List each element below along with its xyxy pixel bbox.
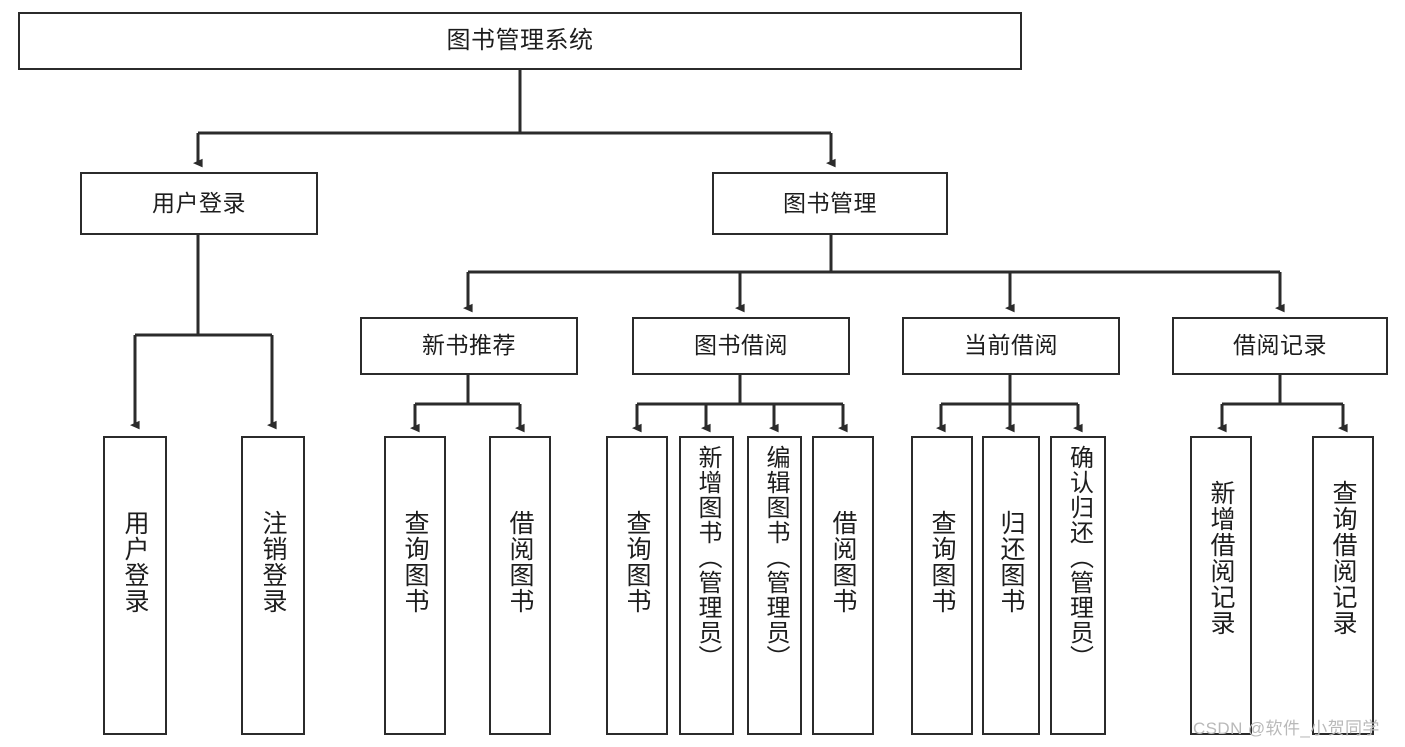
node-label: 归还图书 — [997, 510, 1025, 614]
leaf-record-query-record[interactable]: 查询借阅记录 — [1312, 436, 1374, 735]
leaf-new-book-borrow[interactable]: 借阅图书 — [489, 436, 551, 735]
node-label: 查询借阅记录 — [1329, 480, 1357, 636]
node-label: 新增借阅记录 — [1207, 480, 1235, 636]
node-new-book-recommend[interactable]: 新书推荐 — [360, 317, 578, 375]
leaf-borrow-edit-book-admin[interactable]: 编辑图书（管理员） — [747, 436, 802, 735]
leaf-borrow-add-book-admin[interactable]: 新增图书（管理员） — [679, 436, 734, 735]
node-label: 编辑图书（管理员） — [761, 445, 789, 670]
node-label: 当前借阅 — [964, 332, 1058, 359]
node-book-borrow[interactable]: 图书借阅 — [632, 317, 850, 375]
node-label: 新书推荐 — [422, 332, 516, 359]
leaf-record-add-record[interactable]: 新增借阅记录 — [1190, 436, 1252, 735]
leaf-borrow-query-book[interactable]: 查询图书 — [606, 436, 668, 735]
node-label: 确认归还（管理员） — [1065, 445, 1093, 670]
node-current-borrow[interactable]: 当前借阅 — [902, 317, 1120, 375]
leaf-borrow-borrow-book[interactable]: 借阅图书 — [812, 436, 874, 735]
leaf-current-return-book[interactable]: 归还图书 — [982, 436, 1040, 735]
node-label: 图书借阅 — [694, 332, 788, 359]
node-label: 借阅图书 — [506, 510, 534, 614]
node-label: 图书管理 — [783, 189, 877, 216]
node-label: 查询图书 — [623, 510, 651, 614]
node-label: 用户登录 — [121, 510, 149, 614]
node-root-system[interactable]: 图书管理系统 — [18, 12, 1022, 70]
node-label: 查询图书 — [928, 510, 956, 614]
watermark-text: CSDN @软件_小贺同学 — [1193, 719, 1380, 738]
node-user-login[interactable]: 用户登录 — [80, 172, 318, 235]
node-label: 借阅图书 — [829, 510, 857, 614]
leaf-user-login-login[interactable]: 用户登录 — [103, 436, 167, 735]
leaf-current-confirm-return-admin[interactable]: 确认归还（管理员） — [1050, 436, 1106, 735]
node-book-management[interactable]: 图书管理 — [712, 172, 948, 235]
node-label: 注销登录 — [259, 510, 287, 614]
node-label: 查询图书 — [401, 510, 429, 614]
leaf-current-query-book[interactable]: 查询图书 — [911, 436, 973, 735]
leaf-new-book-query[interactable]: 查询图书 — [384, 436, 446, 735]
node-label: 借阅记录 — [1233, 332, 1327, 359]
node-label: 用户登录 — [152, 189, 246, 216]
node-borrow-record[interactable]: 借阅记录 — [1172, 317, 1388, 375]
node-label: 新增图书（管理员） — [693, 445, 721, 670]
node-label: 图书管理系统 — [446, 26, 594, 54]
leaf-user-login-logout[interactable]: 注销登录 — [241, 436, 305, 735]
